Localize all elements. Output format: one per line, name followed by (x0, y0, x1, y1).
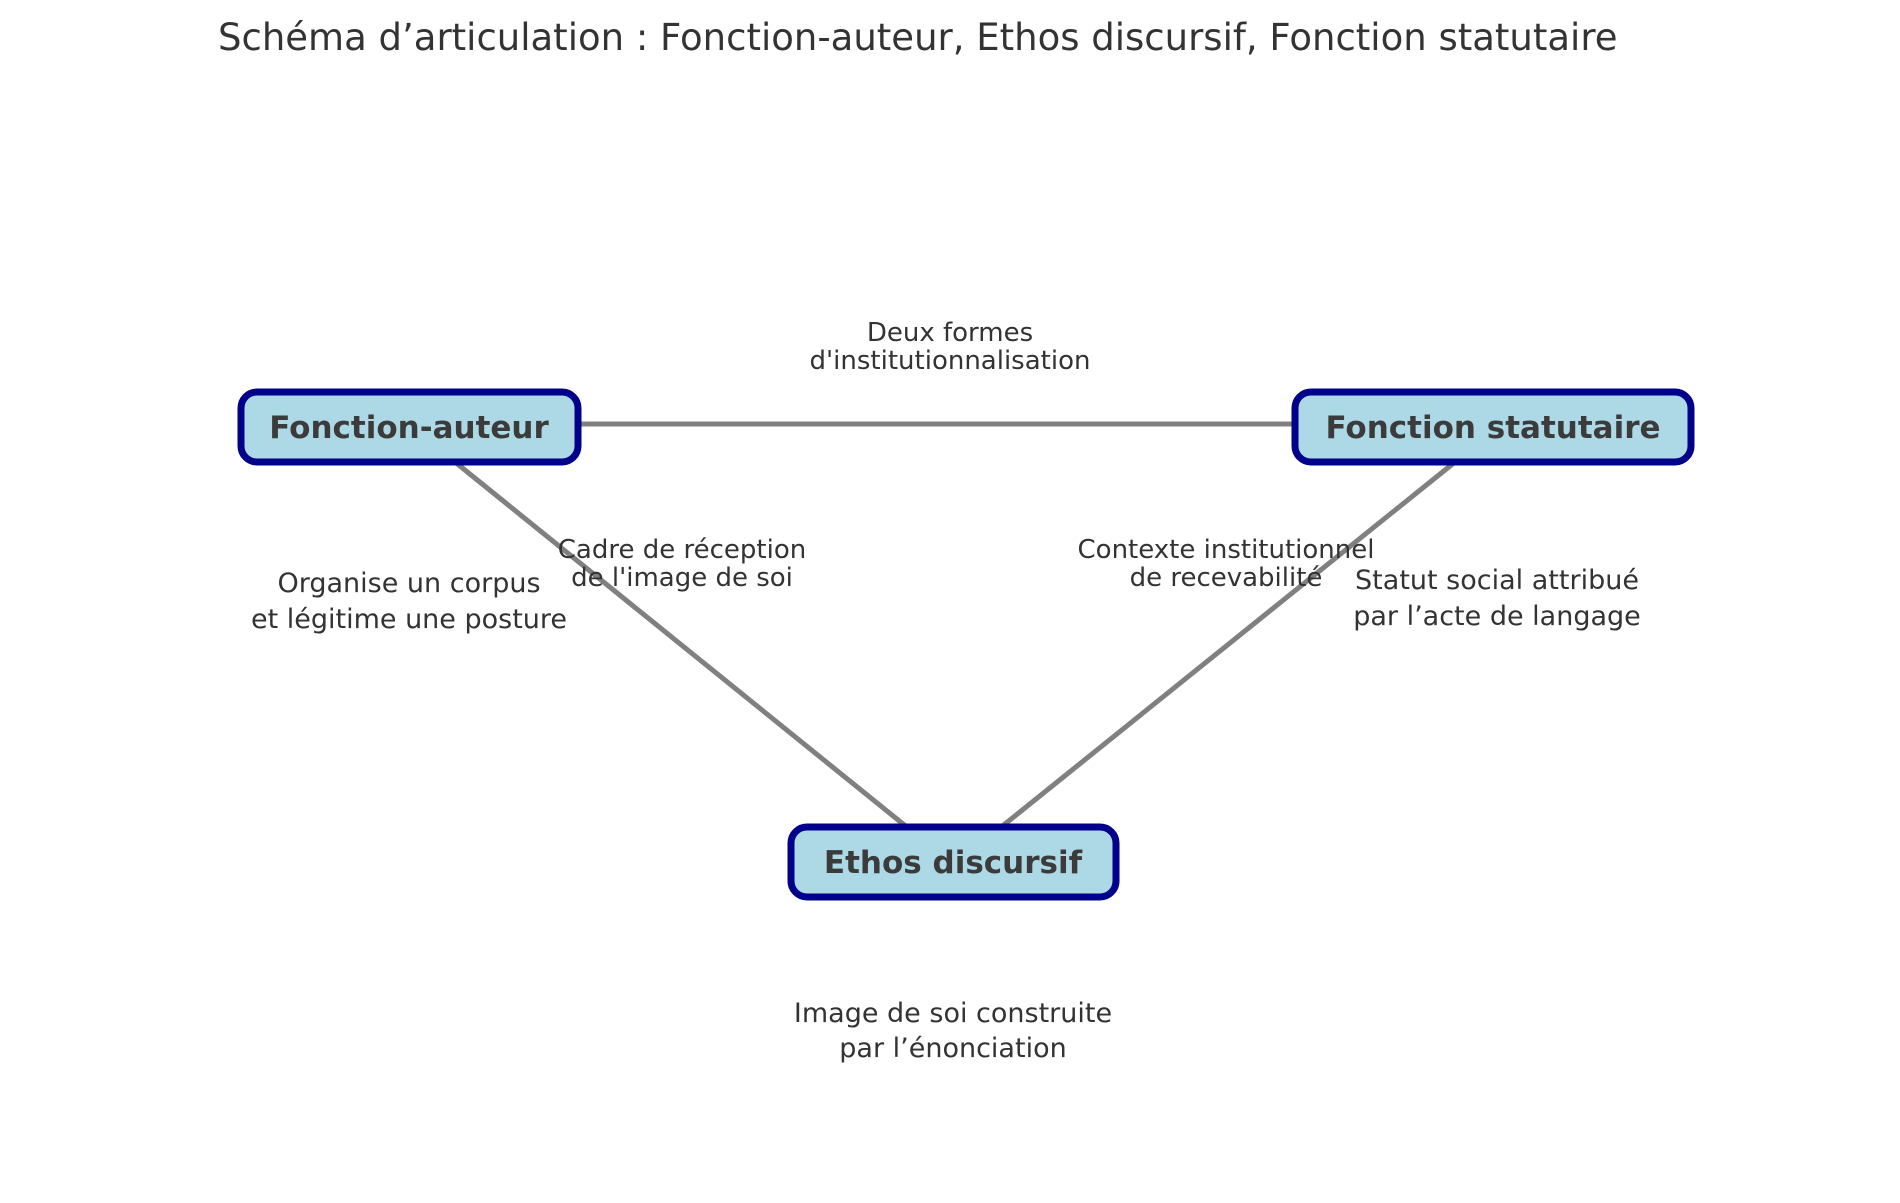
node-fonction-statutaire-label: Fonction statutaire (1325, 410, 1660, 446)
node-ethos-discursif-label: Ethos discursif (824, 845, 1083, 881)
annotation-line2: et légitime une posture (251, 604, 567, 635)
node-fonction-auteur-label: Fonction-auteur (269, 410, 549, 446)
node-fonction-statutaire-box[interactable] (1291, 388, 1695, 466)
annotation-ethos-discursif: Image de soi construite par l’énonciatio… (794, 998, 1112, 1064)
annotation-line2: par l’énonciation (839, 1033, 1066, 1064)
edge-label-auteur-statutaire: Deux formes d'institutionnalisation (810, 318, 1091, 376)
node-fonction-statutaire[interactable]: Fonction statutaire (1291, 388, 1695, 466)
annotation-line1: Image de soi construite (794, 998, 1112, 1029)
node-fonction-auteur-box[interactable] (237, 388, 582, 466)
edge-label-line1: Contexte institutionnel (1078, 535, 1375, 565)
annotation-line1: Organise un corpus (277, 568, 540, 599)
edge-label-statutaire-ethos: Contexte institutionnel de recevabilité (1078, 535, 1375, 593)
annotation-fonction-statutaire: Statut social attribué par l’acte de lan… (1353, 565, 1641, 632)
edge-label-line1: Cadre de réception (558, 535, 806, 565)
edge-statutaire-ethos (998, 460, 1457, 830)
page-title: Schéma d’articulation : Fonction-auteur,… (218, 16, 1617, 59)
node-ethos-discursif-box[interactable] (787, 823, 1120, 901)
edge-label-line2: d'institutionnalisation (810, 346, 1091, 376)
annotation-line2: par l’acte de langage (1353, 601, 1641, 632)
annotation-line1: Statut social attribué (1355, 565, 1639, 596)
edge-label-line2: de recevabilité (1130, 563, 1323, 593)
edge-label-line2: de l'image de soi (571, 563, 793, 593)
edge-group (453, 421, 1457, 830)
node-fonction-auteur[interactable]: Fonction-auteur (237, 388, 582, 466)
node-ethos-discursif[interactable]: Ethos discursif (787, 823, 1120, 901)
annotation-fonction-auteur: Organise un corpus et légitime une postu… (251, 568, 567, 635)
edge-label-line1: Deux formes (867, 318, 1033, 348)
edge-auteur-ethos (453, 460, 910, 830)
edge-label-auteur-ethos: Cadre de réception de l'image de soi (558, 535, 806, 593)
